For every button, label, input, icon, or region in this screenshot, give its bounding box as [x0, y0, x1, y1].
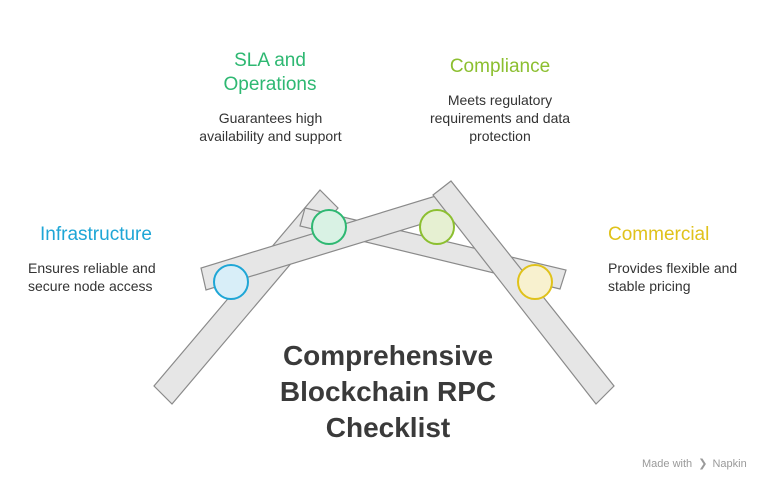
sla-description: Guarantees high availability and support	[199, 110, 342, 144]
sla-node	[311, 209, 347, 245]
made-with-napkin-watermark: Made with ❯ Napkin	[642, 457, 747, 470]
infrastructure-heading: Infrastructure	[40, 224, 152, 245]
sla-heading: SLA and Operations	[223, 50, 317, 95]
commercial-node	[517, 264, 553, 300]
compliance-description: Meets regulatory requirements and data p…	[429, 92, 571, 144]
napkin-logo-icon: ❯	[698, 458, 708, 470]
infrastructure-node	[213, 264, 249, 300]
commercial-heading: Commercial	[608, 224, 710, 245]
commercial-description: Provides flexible and stable pricing	[608, 260, 738, 294]
compliance-heading: Compliance	[449, 56, 551, 77]
diagram-title: Comprehensive Blockchain RPC Checklist	[279, 340, 497, 443]
infrastructure-description: Ensures reliable and secure node access	[28, 260, 156, 294]
watermark-brand: Napkin	[712, 458, 747, 470]
compliance-node	[419, 209, 455, 245]
watermark-prefix: Made with	[642, 458, 693, 470]
